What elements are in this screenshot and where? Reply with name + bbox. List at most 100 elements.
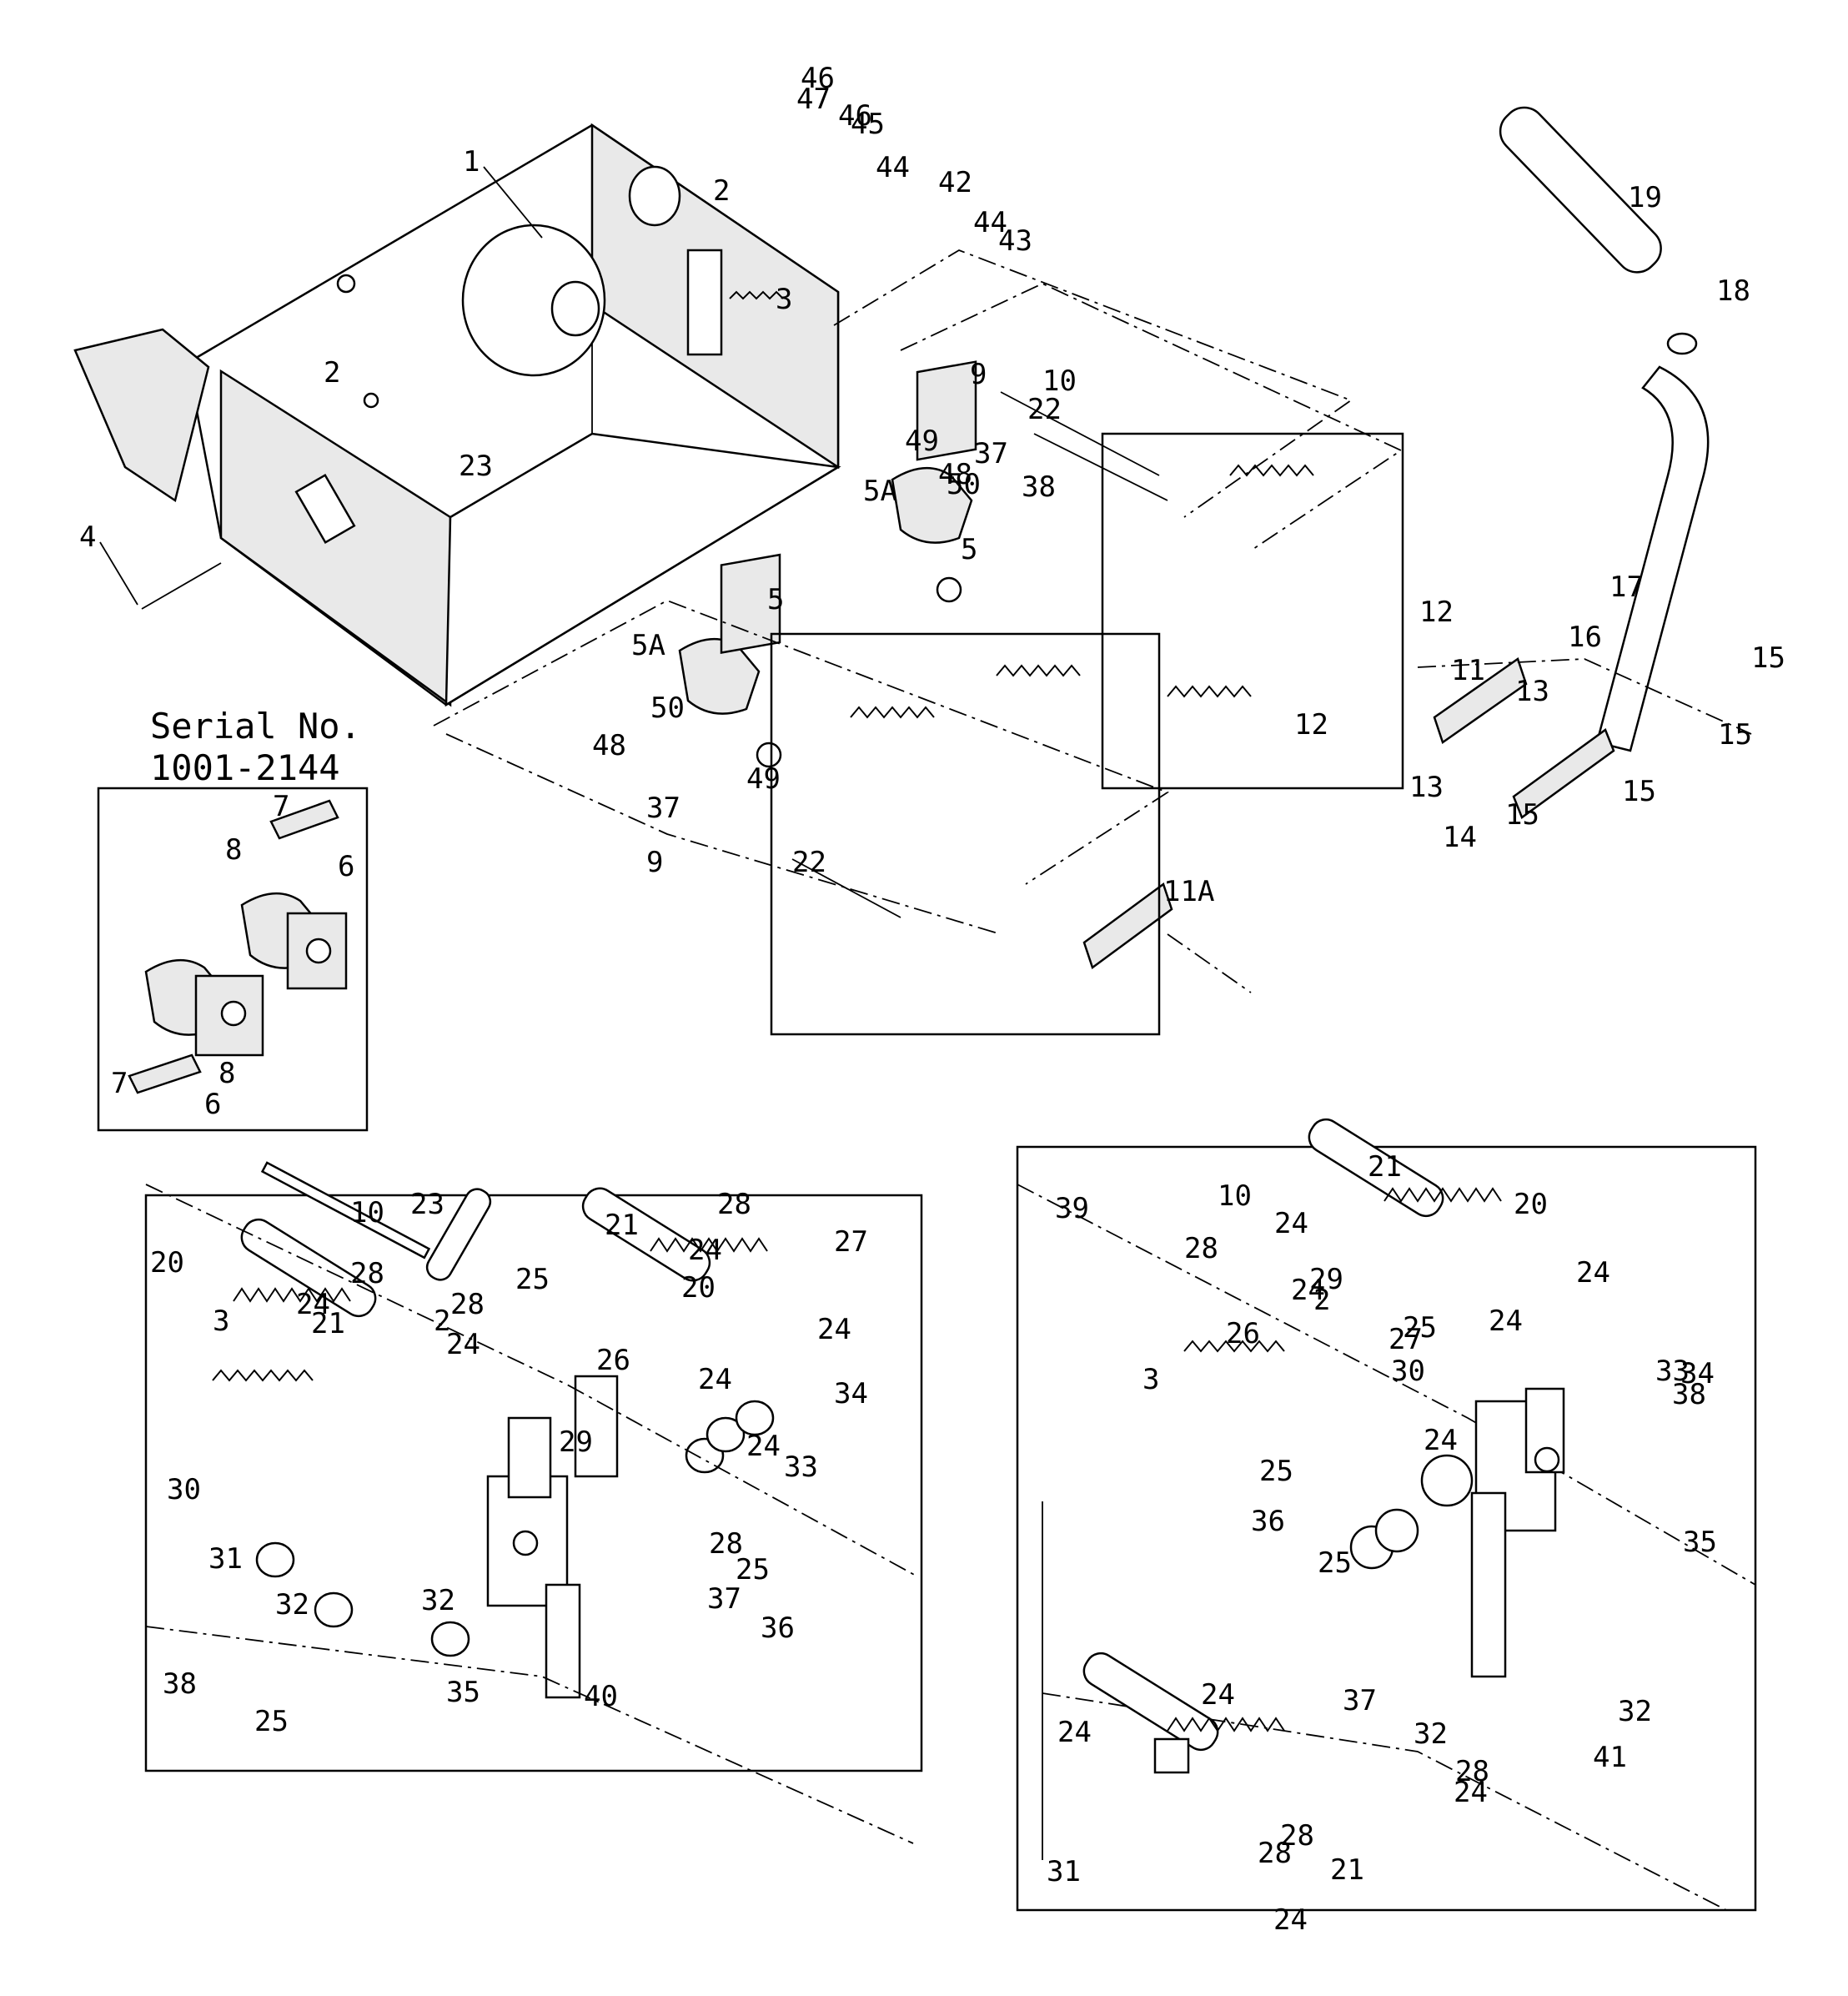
callout: 24: [1489, 1305, 1523, 1338]
callout: 24: [1454, 1776, 1488, 1809]
serial-inset: Serial No. 1001-2144 6 6 7 7 8 8: [97, 706, 369, 1132]
callout: 28: [350, 1257, 384, 1290]
right-detail-spring-3: [1183, 1340, 1285, 1353]
callout: 5A: [863, 475, 897, 508]
callout: 31: [208, 1542, 243, 1576]
left-detail-pin-23: [425, 1188, 492, 1281]
bracket-11: [1433, 657, 1528, 744]
callout: 9: [646, 846, 663, 879]
callout: 28: [1280, 1819, 1314, 1853]
callout: 32: [1414, 1717, 1448, 1751]
callout: 28: [1258, 1837, 1292, 1870]
callout: 37: [974, 437, 1008, 470]
callout: 26: [596, 1344, 630, 1377]
left-detail-lever-21-a: [240, 1218, 377, 1318]
spring-upper: [1229, 464, 1314, 477]
callout: 20: [1514, 1188, 1548, 1221]
callout: 21: [1368, 1150, 1402, 1184]
callout: 34: [1680, 1357, 1715, 1390]
callout: 46: [801, 62, 835, 95]
callout: 24: [1057, 1716, 1092, 1749]
left-detail-box: [144, 1194, 923, 1772]
centerline-6: [1167, 933, 1252, 993]
callout: 37: [646, 792, 680, 825]
callout: 11A: [1163, 875, 1214, 908]
spring-lower-a: [850, 706, 935, 719]
inset-bar-top: [269, 799, 339, 840]
callout: 28: [709, 1527, 743, 1561]
callout: 24: [698, 1363, 732, 1396]
callout: 27: [834, 1225, 868, 1259]
steering-handle: [1499, 106, 1710, 752]
rod-lower: [791, 858, 901, 918]
callout: 25: [254, 1705, 289, 1738]
callout: 2: [434, 1305, 450, 1338]
callout: 24: [1273, 1903, 1308, 1937]
pivot-plate-14: [1512, 728, 1615, 819]
callout: 8: [225, 833, 242, 867]
callout: 24: [1201, 1678, 1235, 1712]
main-assembly: [73, 106, 1752, 1036]
callout: 36: [761, 1611, 795, 1645]
callout: 27: [1389, 1323, 1423, 1356]
callout: 48: [592, 729, 626, 762]
callout: 29: [1309, 1263, 1343, 1296]
serial-label-line1: Serial No.: [150, 706, 361, 747]
callout: 24: [688, 1234, 722, 1267]
callout: 2: [1313, 1284, 1330, 1317]
callout: 37: [707, 1582, 741, 1616]
centerline-2: [900, 283, 1403, 551]
right-detail-square-plate: [1153, 1737, 1190, 1774]
callout: 10: [1042, 365, 1077, 398]
callout: 3: [776, 283, 792, 316]
callout: 3: [213, 1305, 229, 1338]
callout: 23: [459, 450, 493, 483]
callout: 33: [1655, 1355, 1690, 1388]
callout: 32: [421, 1584, 455, 1617]
callout: 47: [796, 83, 831, 116]
serial-label-line2: 1001-2144: [150, 747, 340, 788]
callout: 25: [1403, 1311, 1437, 1345]
front-lever-box: [1101, 432, 1404, 790]
callout: 7: [273, 790, 289, 823]
callout: 24: [296, 1288, 330, 1321]
callout: 6: [338, 850, 354, 883]
callout: 44: [876, 151, 910, 184]
rear-lever-box: [770, 632, 1161, 1036]
callout: 49: [905, 425, 939, 458]
callout: 2: [713, 174, 730, 208]
callout: 22: [792, 846, 826, 879]
left-detail-spring-3: [212, 1369, 314, 1382]
callout: 6: [204, 1088, 221, 1121]
left-detail-lever-21-b: [581, 1187, 711, 1282]
callout: 38: [1022, 470, 1056, 504]
callout: 24: [1291, 1274, 1325, 1307]
callout: 16: [1568, 621, 1602, 654]
callout: 8: [218, 1057, 235, 1090]
callout: 44: [973, 206, 1007, 239]
centerline-1: [833, 249, 1353, 518]
callout: 12: [1294, 708, 1328, 742]
bracket-11a: [1082, 882, 1173, 970]
callout: 37: [1343, 1684, 1377, 1717]
callout: 2: [324, 356, 340, 390]
front-rocker-arm: [891, 360, 977, 603]
callout: 38: [1672, 1378, 1706, 1411]
callout: 21: [605, 1209, 639, 1242]
callout: 19: [1628, 181, 1662, 214]
callout: 50: [650, 691, 685, 725]
centerline-5: [1417, 658, 1752, 735]
main-frame: [73, 123, 841, 707]
callout: 39: [1055, 1192, 1089, 1225]
left-detail-rod-10: [260, 1161, 431, 1259]
callout: 29: [559, 1425, 593, 1459]
callout: 24: [1274, 1207, 1308, 1240]
rear-rocker-arm: [678, 553, 782, 768]
callout: 20: [150, 1246, 184, 1280]
callout: 9: [970, 358, 987, 391]
callout: 32: [1618, 1695, 1652, 1728]
callout: 28: [1455, 1755, 1489, 1788]
callout: 10: [1218, 1179, 1252, 1213]
callout: 22: [1027, 393, 1062, 426]
